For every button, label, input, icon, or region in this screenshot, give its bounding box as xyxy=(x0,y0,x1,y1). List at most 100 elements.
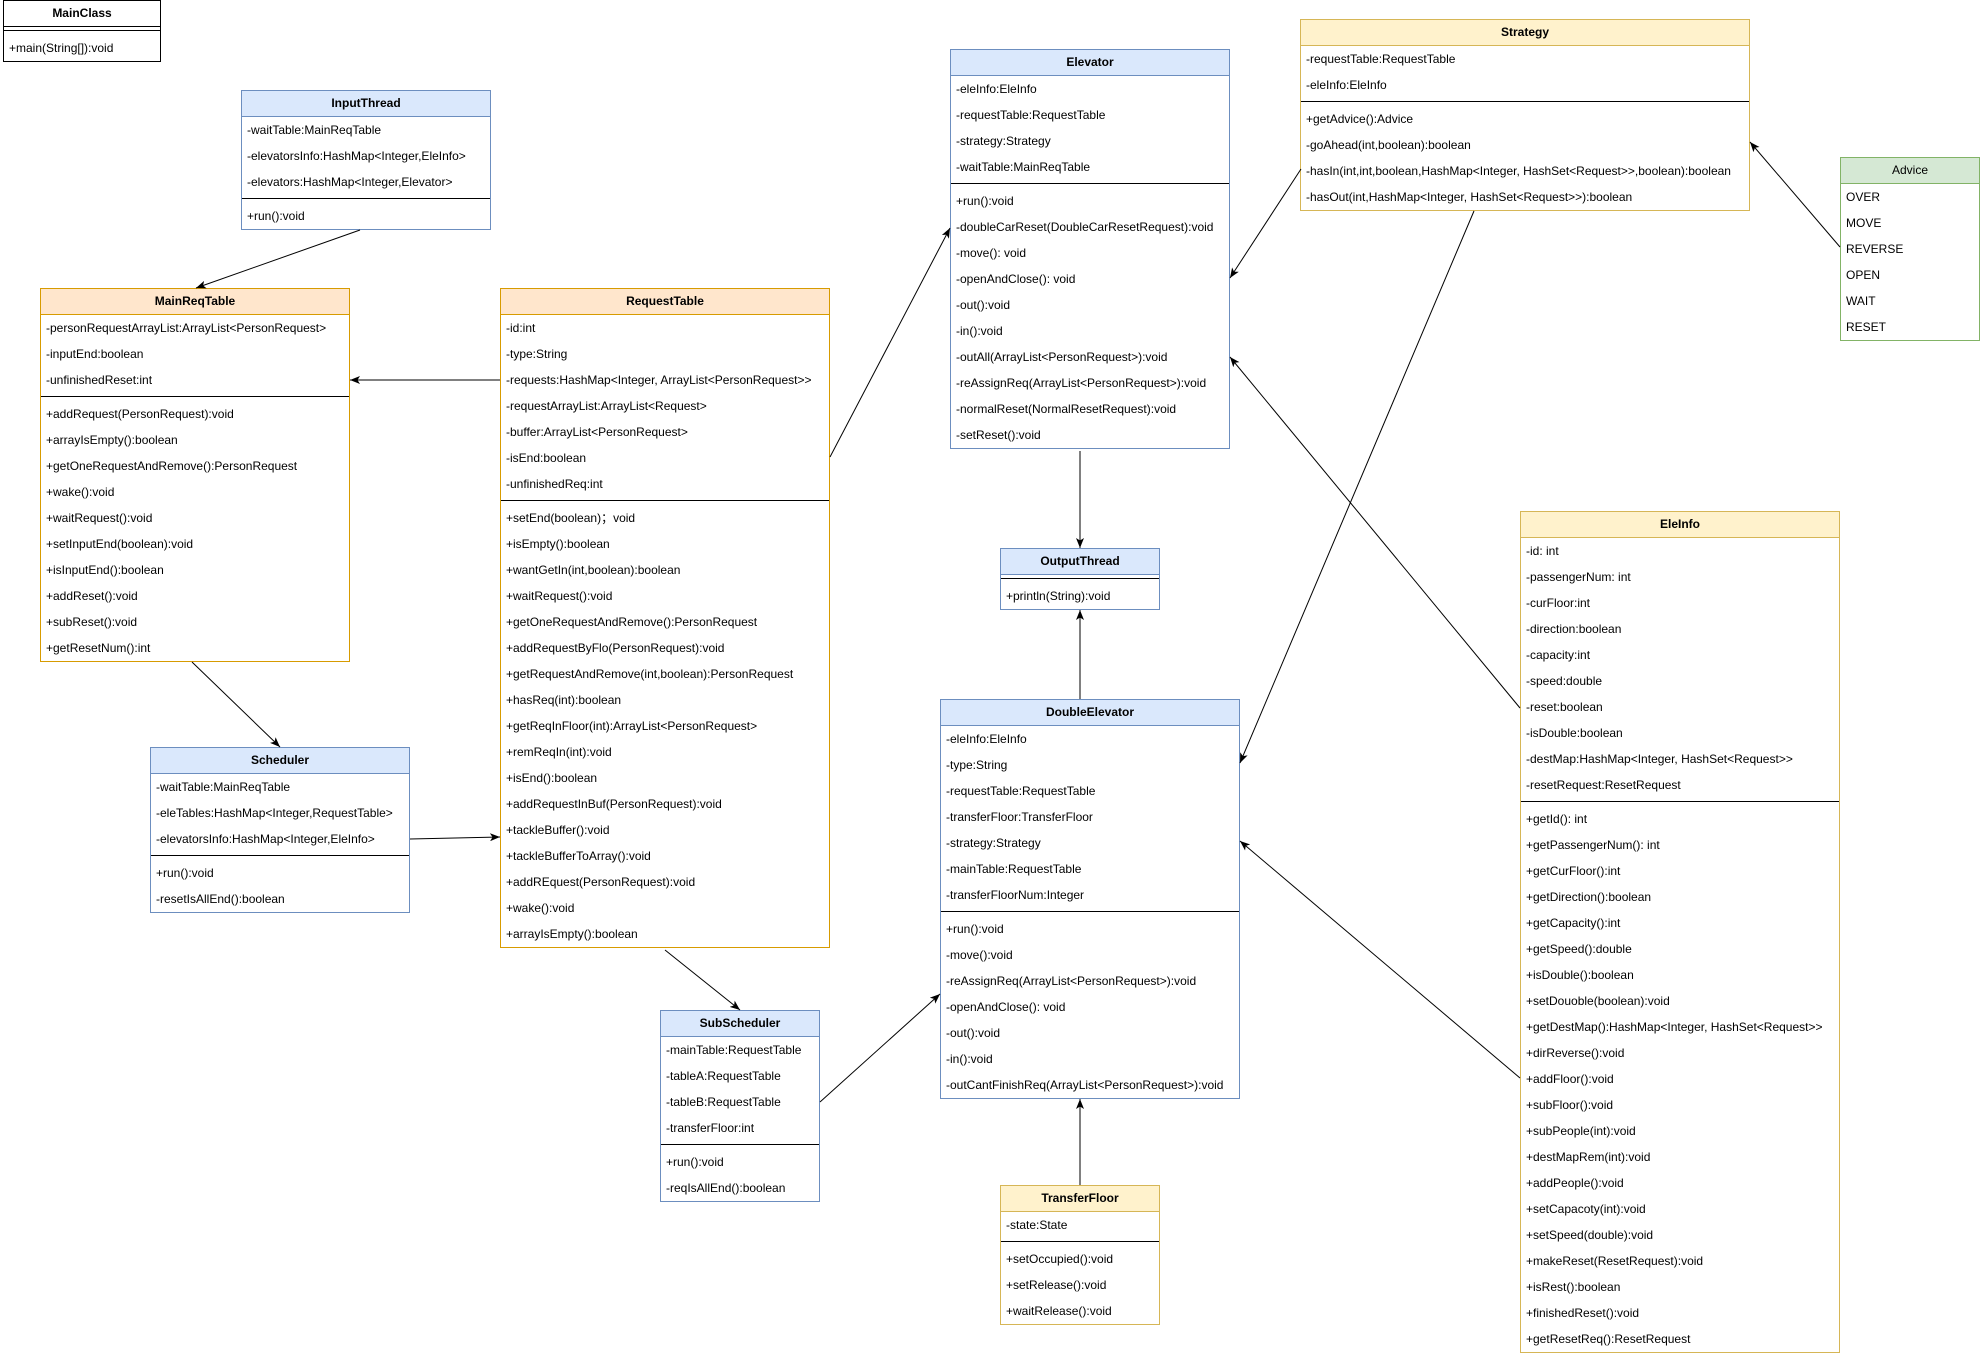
attribute: -state:State xyxy=(1006,1218,1068,1232)
class-inputthread: InputThread -waitTable:MainReqTable-elev… xyxy=(241,90,491,230)
method: +run():void xyxy=(956,194,1014,208)
attribute: -strategy:Strategy xyxy=(956,134,1051,148)
attribute: -elevators:HashMap<Integer,Elevator> xyxy=(247,175,453,189)
attribute: -capacity:int xyxy=(1526,648,1591,662)
method: +getDirection():boolean xyxy=(1526,890,1652,904)
method: +getReqInFloor(int):ArrayList<PersonRequ… xyxy=(506,719,758,733)
method: -in():void xyxy=(946,1052,993,1066)
method: +wantGetIn(int,boolean):boolean xyxy=(506,563,681,577)
method: +destMapRem(int):void xyxy=(1526,1150,1651,1164)
method: -reqIsAllEnd():boolean xyxy=(666,1181,786,1195)
attribute: -transferFloor:TransferFloor xyxy=(946,810,1093,824)
class-name: InputThread xyxy=(242,91,490,117)
method: +getOneRequestAndRemove():PersonRequest xyxy=(46,459,298,473)
method: +getCurFloor():int xyxy=(1526,864,1621,878)
class-mainclass: MainClass +main(String[]):void xyxy=(3,0,161,62)
method: +run():void xyxy=(666,1155,724,1169)
attribute: -transferFloorNum:Integer xyxy=(946,888,1085,902)
attribute-list: -id: int-passengerNum: int-curFloor:int-… xyxy=(1521,538,1839,798)
method: +subFloor():void xyxy=(1526,1098,1614,1112)
class-eleinfo: EleInfo -id: int-passengerNum: int-curFl… xyxy=(1520,511,1840,1353)
method: +arrayIsEmpty():boolean xyxy=(46,433,178,447)
method: -out():void xyxy=(946,1026,1001,1040)
method: +remReqIn(int):void xyxy=(506,745,612,759)
method: +getResetReq():ResetRequest xyxy=(1526,1332,1691,1346)
attribute: -reset:boolean xyxy=(1526,700,1603,714)
method: +setSpeed(double):void xyxy=(1526,1228,1654,1242)
class-subscheduler: SubScheduler -mainTable:RequestTable-tab… xyxy=(660,1010,820,1202)
attribute-list: -personRequestArrayList:ArrayList<Person… xyxy=(41,315,349,393)
enum-value: RESET xyxy=(1846,320,1887,334)
attribute-list: -id:int-type:String-requests:HashMap<Int… xyxy=(501,315,829,497)
attribute: -direction:boolean xyxy=(1526,622,1622,636)
method-list: +run():void -reqIsAllEnd():boolean xyxy=(661,1149,819,1201)
method: -hasOut(int,HashMap<Integer, HashSet<Req… xyxy=(1306,190,1633,204)
attribute-list: -waitTable:MainReqTable-elevatorsInfo:Ha… xyxy=(242,117,490,195)
attribute: -eleTables:HashMap<Integer,RequestTable> xyxy=(156,806,393,820)
attribute-list: -waitTable:MainReqTable -eleTables:HashMa… xyxy=(151,774,409,852)
class-name: MainReqTable xyxy=(41,289,349,315)
method: +getRequestAndRemove(int,boolean):Person… xyxy=(506,667,794,681)
method: -resetIsAllEnd():boolean xyxy=(156,892,285,906)
separator xyxy=(1521,798,1839,806)
attribute: -strategy:Strategy xyxy=(946,836,1041,850)
method: -openAndClose(): void xyxy=(956,272,1076,286)
attribute: -type:String xyxy=(946,758,1008,772)
attribute: -type:String xyxy=(506,347,568,361)
method: +hasReq(int):boolean xyxy=(506,693,622,707)
attribute-list: -eleInfo:EleInfo-type:String-requestTabl… xyxy=(941,726,1239,908)
attribute: -elevatorsInfo:HashMap<Integer,EleInfo> xyxy=(247,149,466,163)
attribute: -waitTable:MainReqTable xyxy=(956,160,1091,174)
arrow-requesttable-to-subscheduler xyxy=(664,949,741,1011)
attribute: -personRequestArrayList:ArrayList<Person… xyxy=(46,321,327,335)
method: +makeReset(ResetRequest):void xyxy=(1526,1254,1704,1268)
attribute: -eleInfo:EleInfo xyxy=(946,732,1027,746)
method: +isDouble():boolean xyxy=(1526,968,1634,982)
method: -move(): void xyxy=(956,246,1027,260)
arrow-eleinfo-to-elevator xyxy=(1229,356,1521,709)
method-list: +run():void -resetIsAllEnd():boolean xyxy=(151,860,409,912)
class-requesttable: RequestTable -id:int-type:String-request… xyxy=(500,288,830,948)
method-list: +getAdvice():Advice -goAhead(int,boolean)… xyxy=(1301,106,1749,210)
class-scheduler: Scheduler -waitTable:MainReqTable -eleTab… xyxy=(150,747,410,913)
method: +arrayIsEmpty():boolean xyxy=(506,927,638,941)
class-name: OutputThread xyxy=(1001,549,1159,575)
arrow-advice-to-strategy xyxy=(1749,141,1841,248)
arrow-eleinfo-to-doubleelevator xyxy=(1239,840,1521,1079)
separator xyxy=(951,180,1229,188)
method: +setOccupied():void xyxy=(1006,1252,1114,1266)
method: -in():void xyxy=(956,324,1003,338)
method: -outCantFinishReq(ArrayList<PersonReques… xyxy=(946,1078,1224,1092)
class-name: Scheduler xyxy=(151,748,409,774)
attribute: -requestArrayList:ArrayList<Request> xyxy=(506,399,707,413)
class-outputthread: OutputThread +println(String):void xyxy=(1000,548,1160,610)
method: -openAndClose(): void xyxy=(946,1000,1066,1014)
method-list: +addRequest(PersonRequest):void+arrayIsE… xyxy=(41,401,349,661)
class-name: EleInfo xyxy=(1521,512,1839,538)
class-name: MainClass xyxy=(4,1,160,27)
attribute: -tableA:RequestTable xyxy=(666,1069,781,1083)
attribute: -mainTable:RequestTable xyxy=(666,1043,802,1057)
method: +addPeople():void xyxy=(1526,1176,1624,1190)
method: -move():void xyxy=(946,948,1013,962)
separator xyxy=(501,497,829,505)
method: +run():void xyxy=(156,866,214,880)
method: -goAhead(int,boolean):boolean xyxy=(1306,138,1471,152)
method-list: +setEnd(boolean)；void+isEmpty():boolean+… xyxy=(501,505,829,947)
method: +addRequestInBuf(PersonRequest):void xyxy=(506,797,722,811)
attribute: -eleInfo:EleInfo xyxy=(1306,78,1387,92)
method: -reAssignReq(ArrayList<PersonRequest>):v… xyxy=(956,376,1207,390)
arrow-requesttable-to-elevator xyxy=(829,227,951,458)
attribute: -eleInfo:EleInfo xyxy=(956,82,1037,96)
class-name: RequestTable xyxy=(501,289,829,315)
attribute: -unfinishedReq:int xyxy=(506,477,603,491)
method: +getAdvice():Advice xyxy=(1306,112,1414,126)
method: +getOneRequestAndRemove():PersonRequest xyxy=(506,615,758,629)
separator xyxy=(1001,1238,1159,1246)
method: +setRelease():void xyxy=(1006,1278,1107,1292)
class-strategy: Strategy -requestTable:RequestTable-eleI… xyxy=(1300,19,1750,211)
method: -normalReset(NormalResetRequest):void xyxy=(956,402,1177,416)
attribute: -waitTable:MainReqTable xyxy=(156,780,291,794)
attribute: -speed:double xyxy=(1526,674,1603,688)
